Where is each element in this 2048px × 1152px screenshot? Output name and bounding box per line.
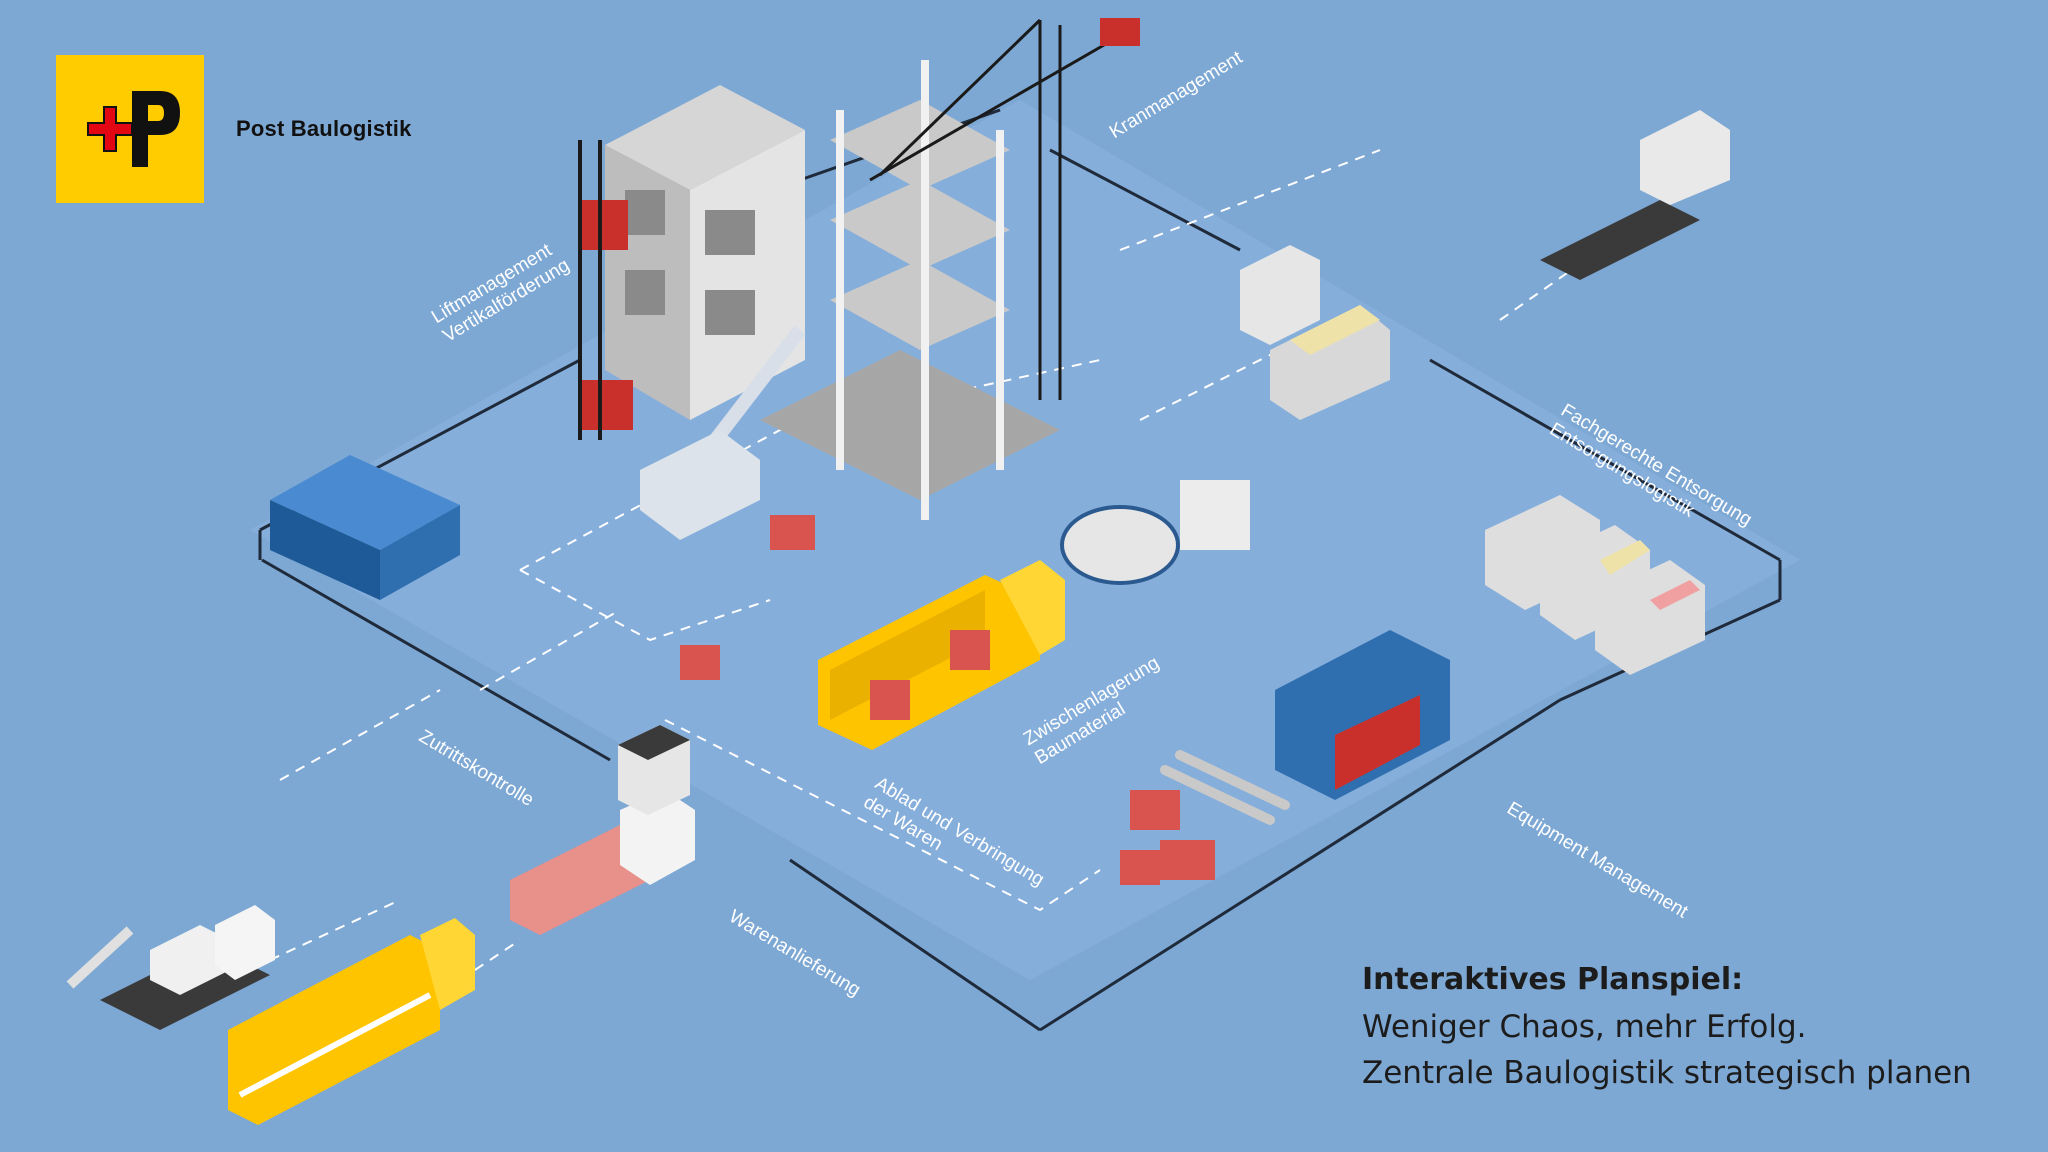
gatehouses — [618, 245, 1320, 815]
concrete-frame — [760, 60, 1060, 520]
crane-counterweight — [1100, 18, 1140, 46]
swiss-cross-icon — [87, 91, 180, 167]
post-delivery-truck — [818, 560, 1065, 750]
material-lift — [578, 140, 633, 440]
pipes-stack — [1160, 750, 1290, 825]
waste-skips — [1485, 495, 1705, 675]
headline-line1: Weniger Chaos, mehr Erfolg. — [1362, 1009, 1807, 1045]
brick-pallets — [680, 515, 1215, 885]
brick-delivery-truck — [510, 790, 695, 935]
brand-name: Post Baulogistik — [236, 116, 412, 141]
post-logo — [56, 55, 204, 203]
post-p-icon — [132, 91, 180, 167]
flatbed-truck — [1540, 110, 1730, 280]
aerial-lift — [640, 325, 806, 540]
tower-crane — [869, 18, 1131, 400]
headline-block: Interaktives Planspiel: Weniger Chaos, m… — [1362, 962, 1972, 1101]
post-semi-trailer — [228, 918, 475, 1125]
concrete-mixer — [1060, 480, 1250, 585]
headline-title: Interaktives Planspiel: — [1362, 962, 1744, 997]
site-office-containers — [270, 455, 460, 600]
building-under-construction — [605, 85, 805, 420]
excavator-transport — [66, 905, 275, 1030]
equipment-container — [1275, 630, 1450, 800]
headline-line2: Zentrale Baulogistik strategisch planen — [1362, 1055, 1972, 1091]
dump-truck — [1270, 305, 1390, 420]
